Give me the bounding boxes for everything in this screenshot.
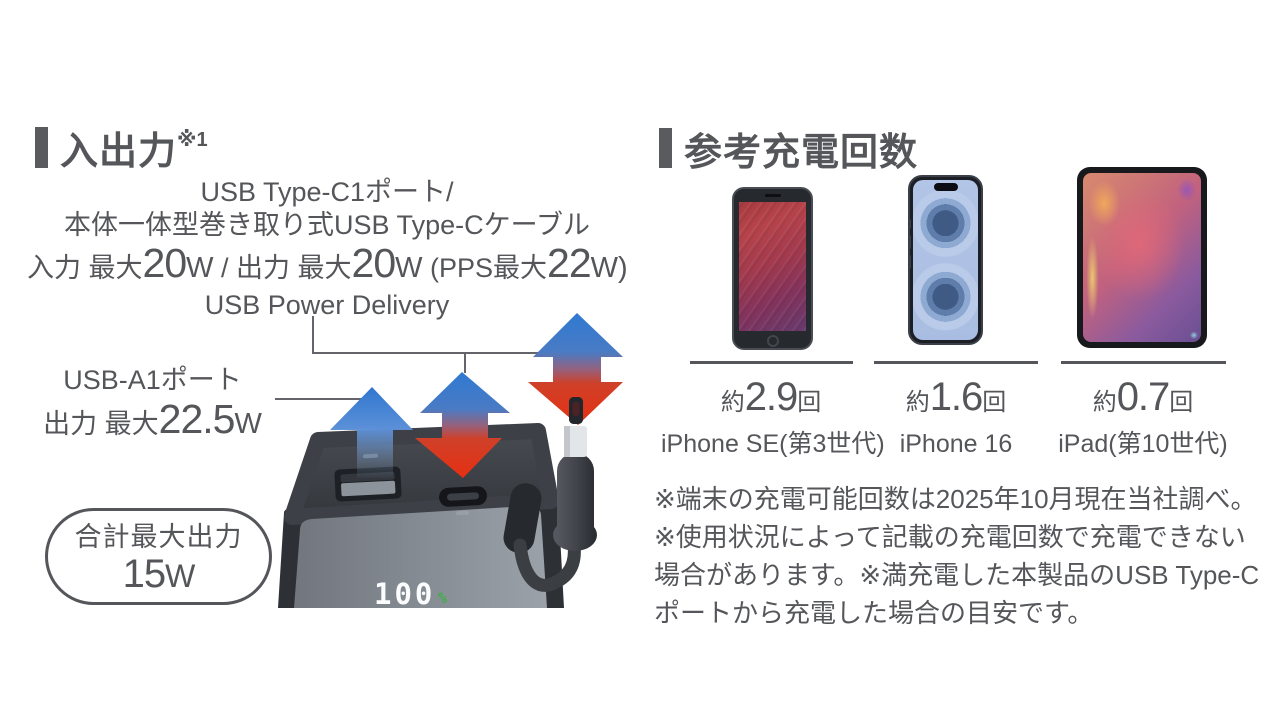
iphone-16-side-button [908, 219, 911, 229]
device-name: iPhone 16 [899, 430, 1013, 458]
count-value: 1.6 [929, 375, 984, 419]
column-divider-line [1060, 361, 1226, 364]
usba-watt-unit: W [234, 408, 262, 440]
iphone-16-screen [913, 180, 978, 340]
output-watt-unit: W [395, 252, 423, 284]
section-bar-icon [35, 127, 48, 168]
iphone-16-side-button [908, 255, 911, 269]
output-label: 出力 最大 [236, 253, 352, 283]
total-output-value-line: 15W [48, 552, 269, 598]
ipad-screen [1083, 173, 1201, 342]
pps-label: (PPS最大 [422, 253, 548, 283]
total-output-label: 合計最大出力 [74, 522, 243, 552]
iphone-se-home-button [766, 335, 779, 347]
battery-percent-value: 100 [374, 577, 435, 608]
device-name: iPhone SE(第3世代) [661, 430, 885, 458]
footnote-line: ポートから充電した場合の目安です。 [654, 598, 1094, 628]
io-section-title: 入出力※1 [60, 120, 208, 175]
footnotes: ※端末の充電可能回数は2025年10月現在当社調べ。 ※使用状況によって記載の充… [654, 480, 1274, 632]
powerbank-front-panel [294, 505, 547, 608]
usba-output-arrow-icon [330, 387, 413, 478]
usba-output-label: 出力 最大 [43, 409, 159, 439]
count-prefix: 約 [905, 389, 930, 416]
connector-housing [557, 453, 594, 545]
usba-pointer-line [275, 398, 368, 400]
typec-io-wattage-line: 入力 最大20W / 出力 最大20W (PPS最大22W) [27, 240, 628, 289]
output-watt-value: 20 [351, 240, 397, 286]
usba-port-line: USB-A1ポート [63, 365, 242, 395]
charge-count-line: 約0.7回 [1033, 376, 1253, 427]
cable-io-arrow-icon [528, 313, 623, 425]
count-column-iphone-se: 約2.9回 iPhone SE(第3世代) [661, 361, 885, 459]
typec-port-line: USB Type-C1ポート/ [200, 177, 454, 207]
iphone-16-side-button [908, 235, 911, 249]
ipad-image [1077, 167, 1207, 348]
iphone-16-dynamic-island [933, 183, 958, 191]
battery-display: 100 % [374, 577, 447, 608]
count-value: 2.9 [744, 375, 799, 419]
usbc-port-marking [456, 510, 469, 516]
iphone-se-screen [739, 202, 806, 331]
bracket-drop-line [464, 352, 466, 373]
input-watt-value: 20 [142, 240, 188, 286]
total-output-badge: 合計最大出力 15W [45, 508, 272, 605]
input-label: 入力 最大 [27, 253, 143, 283]
usba-watt-value: 22.5 [158, 396, 236, 442]
count-prefix: 約 [1092, 389, 1117, 416]
bracket-horizontal-line [312, 352, 558, 354]
column-divider-line [689, 361, 853, 364]
battery-percent-unit: % [438, 589, 447, 607]
bracket-vertical-line [312, 316, 314, 354]
usba-spec-block: USB-A1ポート 出力 最大22.5W [30, 364, 275, 451]
io-separator: / [213, 253, 237, 283]
usbc-cable [503, 397, 597, 592]
footnote-line: ※端末の充電可能回数は2025年10月現在当社調べ。 [654, 484, 1257, 514]
input-watt-unit: W [186, 252, 214, 284]
count-prefix: 約 [720, 389, 745, 416]
count-value: 0.7 [1116, 375, 1171, 419]
total-watt-unit: W [165, 558, 195, 594]
cable-bulge [503, 483, 542, 553]
footnote-line: ※使用状況によって記載の充電回数で充電できない [654, 522, 1246, 552]
pps-watt-unit: W) [590, 252, 628, 284]
iphone-se-image [732, 187, 813, 350]
typec-cable-line: 本体一体型巻き取り式USB Type-Cケーブル [64, 210, 590, 240]
cable-loop [513, 538, 581, 592]
iphone-se-speaker [764, 194, 781, 197]
pps-watt-value: 22 [547, 240, 592, 286]
usba-wattage-line: 出力 最大22.5W [30, 397, 275, 451]
column-divider-line [874, 361, 1038, 364]
powerbank-product-image: 100 % [278, 313, 623, 608]
footnote-line: 場合があります。※満充電した本製品のUSB Type-C [654, 560, 1260, 590]
usb-pd-line: USB Power Delivery [204, 290, 450, 320]
count-suffix: 回 [797, 389, 822, 416]
usbc-port [439, 486, 488, 507]
connector-collar-shade [564, 426, 570, 457]
io-title-text: 入出力 [60, 131, 178, 173]
charge-count-line: 約1.6回 [846, 376, 1066, 427]
connector-tip-slot [572, 402, 580, 416]
charge-count-title: 参考充電回数 [684, 132, 919, 174]
count-column-ipad: 約0.7回 iPad(第10世代) [1033, 361, 1253, 459]
charge-count-line: 約2.9回 [661, 376, 881, 427]
usbc-io-arrow-icon [415, 372, 510, 478]
io-title-footnote-mark: ※1 [177, 129, 208, 151]
count-suffix: 回 [1169, 389, 1194, 416]
count-column-iphone-16: 約1.6回 iPhone 16 [846, 361, 1066, 459]
device-name: iPad(第10世代) [1058, 430, 1228, 458]
typec-spec-block: USB Type-C1ポート/ 本体一体型巻き取り式USB Type-Cケーブル… [27, 176, 628, 322]
total-watt-value: 15 [122, 552, 166, 596]
section-bar-icon [659, 128, 672, 168]
count-suffix: 回 [982, 389, 1007, 416]
iphone-16-image [908, 175, 983, 345]
